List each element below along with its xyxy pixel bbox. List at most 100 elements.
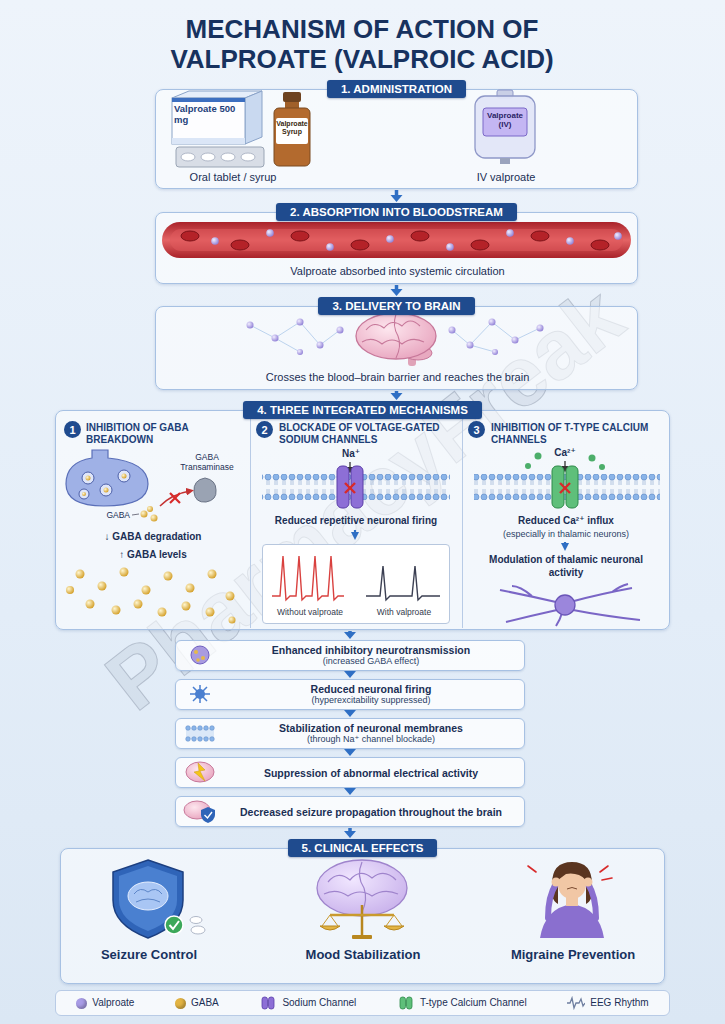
text-slot: Valproate 500 mg: [174, 103, 242, 125]
drug-forms: [172, 90, 535, 167]
effect-label: Migraine Prevention: [493, 947, 653, 962]
legend-text: GABA: [191, 997, 219, 1009]
result-text: Modulation of thalamic neuronal activity: [471, 553, 661, 579]
chain-text: Reduced neuronal firing: [311, 683, 432, 695]
legend-item: Sodium Channel: [259, 996, 356, 1010]
flow-arrow: [344, 788, 356, 795]
arrow-head: [344, 831, 356, 838]
text-slot: 5. CLINICAL EFFECTS: [61, 838, 664, 857]
mechanisms-panel: 4. THREE INTEGRATED MECHANISMSINHIBITION…: [55, 410, 670, 630]
text-slot: Modulation of thalamic neuronal activity: [471, 553, 661, 579]
arrow-head: [344, 788, 356, 795]
step-number-circle: 1: [64, 421, 81, 438]
synapse-illustration: [66, 450, 236, 624]
chain-text: Stabilization of neuronal membranes: [279, 722, 463, 734]
flow-arrow: [391, 285, 403, 296]
chain-icons: [184, 646, 215, 823]
legend-text: T-type Calcium Channel: [420, 997, 527, 1009]
text-slot: With valproate: [359, 607, 449, 617]
result-text: Reduced Ca²⁺ influx: [467, 514, 665, 527]
chain-text: Enhanced inhibitory neurotransmission: [272, 644, 470, 656]
eeg-trace-box: Without valproate With valproate: [262, 544, 450, 624]
iv-bag-label: Valproate (IV): [484, 111, 526, 129]
column-heading: INHIBITION OF GABA BREAKDOWN: [86, 422, 244, 446]
section-header: 2. ABSORPTION INTO BLOODSTREAM: [276, 203, 517, 221]
molecule-label: GABA: [96, 510, 130, 520]
chain-subtext: (hyperexcitability suppressed): [311, 695, 430, 706]
text-slot: (especially in thalamic neurons): [467, 529, 665, 540]
effect-chain-box: Decreased seizure propagation throughout…: [175, 796, 525, 827]
arrow-head: [391, 289, 403, 296]
text-slot: Reduced Ca²⁺ influx: [467, 514, 665, 527]
text-slot: Reduced repetitive neuronal firing: [255, 514, 457, 527]
text-slot: Seizure Control: [69, 947, 229, 962]
text-slot: Valproate absorbed into systemic circula…: [166, 265, 629, 278]
text-slot: 3. DELIVERY TO BRAIN: [156, 296, 637, 315]
legend-item: Valproate: [76, 997, 134, 1009]
chain-subtext: (through Na⁺ channel blockade): [307, 734, 435, 745]
arrow-head: [344, 671, 356, 678]
result-text: Reduced repetitive neuronal firing: [255, 514, 457, 527]
step-number: 2: [261, 424, 267, 436]
chain-text: Decreased seizure propagation throughout…: [240, 806, 502, 818]
brain-delivery: [247, 313, 544, 366]
text-slot: GABA Transaminase: [174, 452, 240, 472]
text-slot: Valproate (IV): [484, 111, 526, 129]
effect-chain-box: Enhanced inhibitory neurotransmission(in…: [175, 640, 525, 671]
blood-vessel: [162, 222, 631, 258]
flow-arrow: [391, 190, 403, 202]
text-slot: Oral tablet / syrup: [163, 171, 303, 184]
text-slot: ↓ GABA degradation: [62, 530, 244, 543]
text-slot: Valproate Syrup: [274, 120, 310, 136]
legend-text: Valproate: [92, 997, 134, 1009]
arrow-head: [344, 749, 356, 756]
text-slot: 2. ABSORPTION INTO BLOODSTREAM: [156, 202, 637, 221]
flow-arrow: [344, 710, 356, 717]
flow-arrow: [344, 671, 356, 678]
trace-label: Without valproate: [265, 607, 355, 617]
text-slot: INHIBITION OF GABA BREAKDOWN: [86, 422, 244, 446]
ion-label: Na⁺: [340, 448, 362, 460]
flow-arrow: [344, 749, 356, 756]
arrow-head: [344, 632, 356, 639]
legend-sample: [397, 996, 415, 1010]
section-header: 3. DELIVERY TO BRAIN: [318, 297, 474, 315]
legend-bar: Valproate GABA Sodium Channel T-type Calciu…: [55, 990, 670, 1016]
bottle-label: Valproate Syrup: [274, 120, 310, 136]
ion-label: Ca²⁺: [550, 447, 580, 459]
legend-item: GABA: [175, 997, 219, 1009]
trace-label: With valproate: [359, 607, 449, 617]
step-number-circle: 3: [468, 421, 485, 438]
enzyme-label: GABA Transaminase: [174, 452, 240, 472]
arrow-head: [391, 195, 403, 202]
result-note: (especially in thalamic neurons): [467, 529, 665, 540]
step-number-circle: 2: [256, 421, 273, 438]
text-slot: IV valproate: [446, 171, 566, 184]
package-label: Valproate 500 mg: [174, 103, 242, 125]
caption: Oral tablet / syrup: [163, 171, 303, 184]
text-slot: Without valproate: [265, 607, 355, 617]
step-number: 1: [69, 424, 75, 436]
result-text: ↓ GABA degradation: [62, 530, 244, 543]
text-slot: Mood Stabilization: [283, 947, 443, 962]
text-slot: Na⁺: [340, 448, 362, 460]
text-slot: Migraine Prevention: [493, 947, 653, 962]
section-header: 5. CLINICAL EFFECTS: [288, 839, 438, 857]
text-slot: INHIBITION OF T-TYPE CALCIUM CHANNELS: [491, 422, 665, 446]
effect-chain-box: Stabilization of neuronal membranes(thro…: [175, 718, 525, 749]
legend-sample: [567, 996, 585, 1010]
legend-item: T-type Calcium Channel: [397, 996, 527, 1010]
flow-arrow: [391, 391, 403, 400]
effect-label: Seizure Control: [69, 947, 229, 962]
clinical-effect-icons: [113, 860, 612, 939]
column-heading: BLOCKADE OF VOLTAGE-GATED SODIUM CHANNEL…: [279, 422, 457, 446]
legend-swatch: [76, 998, 87, 1009]
section-header: 1. ADMINISTRATION: [327, 80, 466, 98]
diagram-title: MECHANISM OF ACTION OF VALPROATE (VALPRO…: [127, 14, 597, 74]
effect-chain-box: Suppression of abnormal electrical activ…: [175, 757, 525, 788]
result-text: ↑ GABA levels: [62, 548, 244, 561]
sodium-channel-illustration: [262, 462, 450, 600]
arrow-head: [391, 393, 403, 400]
step-number: 3: [473, 424, 479, 436]
legend-sample: [259, 996, 277, 1010]
